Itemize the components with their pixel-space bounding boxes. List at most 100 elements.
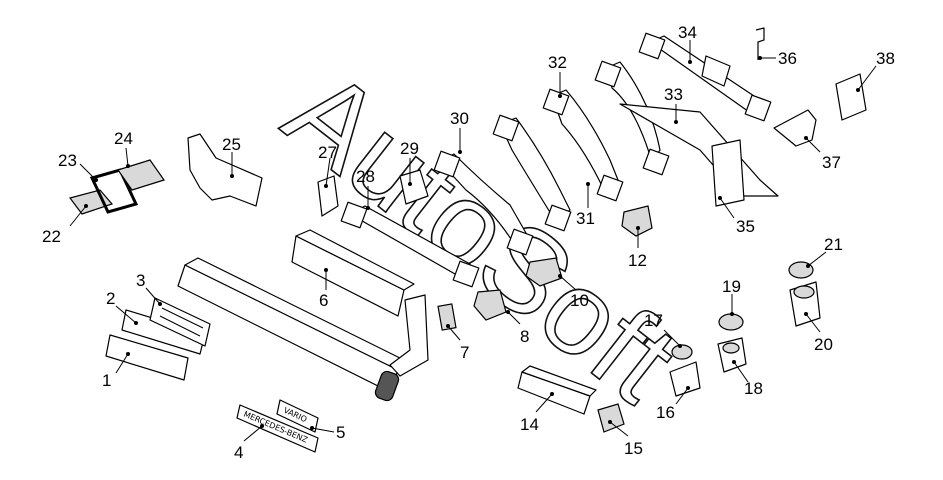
- svg-text:37: 37: [822, 153, 841, 172]
- callout-3: 3: [136, 271, 162, 306]
- svg-text:35: 35: [736, 217, 755, 236]
- callout-32: 32: [548, 53, 567, 98]
- callout-1: 1: [102, 352, 130, 390]
- part-27-bracket: [317, 175, 339, 217]
- svg-text:28: 28: [356, 167, 375, 186]
- svg-text:1: 1: [102, 371, 111, 390]
- svg-text:15: 15: [624, 439, 643, 458]
- callout-31: 31: [576, 182, 595, 228]
- svg-text:30: 30: [450, 109, 469, 128]
- svg-text:34: 34: [678, 23, 697, 42]
- part-37-bracket: [773, 109, 817, 147]
- part-18-bracket: [717, 337, 747, 373]
- part-25-bracket: [187, 133, 263, 207]
- part-15-block: [597, 403, 625, 433]
- part-35-bracket: [711, 139, 745, 207]
- part-33-crossmember: [594, 60, 779, 197]
- svg-text:7: 7: [460, 343, 469, 362]
- part-34-crossmember: [638, 32, 772, 122]
- callout-22: 22: [42, 204, 88, 246]
- part-36-clip: [755, 27, 765, 60]
- part-28-crossmember: [340, 201, 480, 288]
- callout-27: 27: [318, 143, 337, 188]
- callout-24: 24: [114, 129, 133, 168]
- svg-text:5: 5: [336, 423, 345, 442]
- part-23-gasket: [89, 168, 139, 214]
- part-20-bracket: [789, 281, 821, 327]
- part-17-cap: [671, 344, 693, 360]
- part-38-bracket: [835, 73, 867, 121]
- svg-text:17: 17: [644, 311, 663, 330]
- callout-20: 20: [804, 312, 833, 354]
- part-10-mount: [525, 257, 563, 287]
- svg-text:6: 6: [319, 291, 328, 310]
- callout-18: 18: [732, 360, 763, 398]
- svg-text:22: 22: [42, 227, 61, 246]
- callout-19: 19: [722, 277, 741, 316]
- callout-2: 2: [106, 289, 138, 325]
- part-8-mount: [473, 289, 507, 321]
- part-6-beam: [291, 229, 415, 317]
- svg-text:38: 38: [876, 49, 895, 68]
- svg-text:10: 10: [570, 291, 589, 310]
- callout-25: 25: [222, 135, 241, 178]
- callout-28: 28: [356, 167, 375, 210]
- callout-29: 29: [400, 139, 419, 186]
- svg-text:23: 23: [58, 151, 77, 170]
- svg-text:25: 25: [222, 135, 241, 154]
- svg-text:4: 4: [234, 443, 243, 462]
- callout-36: 36: [758, 49, 797, 68]
- callout-10: 10: [558, 274, 589, 310]
- callout-16: 16: [656, 386, 690, 422]
- svg-text:31: 31: [576, 209, 595, 228]
- part-1-plate: [105, 334, 189, 381]
- part-29-bracket: [399, 169, 429, 205]
- callout-34: 34: [678, 23, 697, 64]
- part-3-plate: [149, 297, 211, 347]
- svg-text:33: 33: [664, 85, 683, 104]
- svg-text:8: 8: [520, 327, 529, 346]
- callout-12: 12: [628, 226, 647, 270]
- callout-23: 23: [58, 151, 98, 182]
- svg-text:36: 36: [778, 49, 797, 68]
- callout-38: 38: [856, 49, 895, 92]
- svg-text:24: 24: [114, 129, 133, 148]
- svg-text:14: 14: [520, 415, 539, 434]
- callout-8: 8: [506, 310, 529, 346]
- callout-17: 17: [644, 311, 682, 348]
- part-19-cap: [718, 313, 744, 331]
- callout-7: 7: [446, 324, 469, 362]
- part-16-bracket: [669, 361, 701, 397]
- part-14-step: [517, 365, 597, 415]
- callout-21: 21: [806, 235, 843, 268]
- part-24-lamp: [117, 159, 165, 191]
- svg-text:21: 21: [824, 235, 843, 254]
- svg-text:20: 20: [814, 335, 833, 354]
- svg-text:12: 12: [628, 251, 647, 270]
- callout-5: 5: [310, 423, 345, 442]
- callout-4: 4: [234, 424, 264, 462]
- svg-text:3: 3: [136, 271, 145, 290]
- svg-text:16: 16: [656, 403, 675, 422]
- part-30-crossmember: [433, 150, 534, 256]
- callout-6: 6: [319, 268, 328, 310]
- callout-33: 33: [664, 85, 683, 124]
- svg-text:27: 27: [318, 143, 337, 162]
- callout-35: 35: [718, 196, 755, 236]
- callout-14: 14: [520, 392, 554, 434]
- part-31-crossmember: [492, 114, 572, 232]
- svg-text:32: 32: [548, 53, 567, 72]
- callout-30: 30: [450, 109, 469, 154]
- svg-text:18: 18: [744, 379, 763, 398]
- part-12-mount: [621, 205, 653, 237]
- callout-15: 15: [608, 420, 643, 458]
- svg-text:29: 29: [400, 139, 419, 158]
- svg-text:2: 2: [106, 289, 115, 308]
- part-5-badge: VARIO: [276, 399, 319, 433]
- part-32-crossmember: [542, 88, 624, 202]
- part-7-bracket: [437, 303, 457, 331]
- callout-37: 37: [804, 136, 841, 172]
- corner-bracket: [389, 294, 429, 377]
